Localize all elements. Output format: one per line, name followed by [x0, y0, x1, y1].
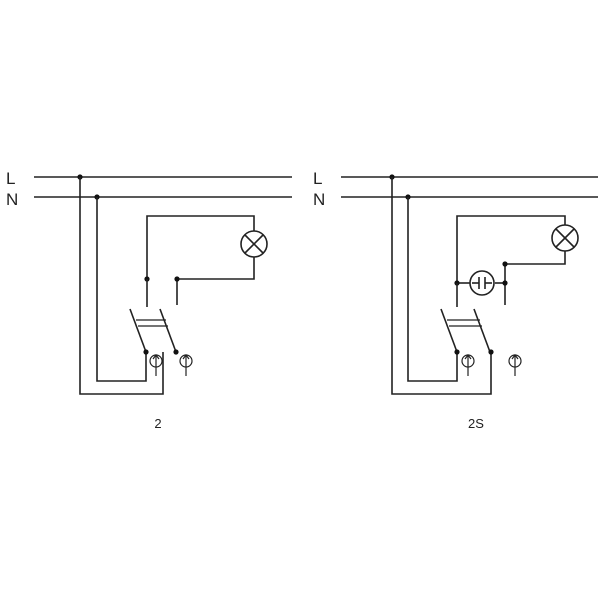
- left-wire-L-loop: [79, 177, 164, 395]
- push-button-icon: [508, 354, 522, 376]
- right-label-N: N: [313, 190, 325, 209]
- right-junction-lamp: [502, 261, 508, 267]
- right-double-switch: [440, 283, 494, 355]
- left-wire-lamp-return: [176, 257, 255, 305]
- lamp-icon: [240, 230, 268, 258]
- capacitor-icon: [469, 270, 495, 296]
- left-label-L: L: [6, 169, 15, 188]
- right-caption: 2S: [468, 416, 484, 431]
- diagram-2: L N: [6, 169, 292, 431]
- push-button-icon: [149, 354, 163, 376]
- left-junction-lamp-b: [174, 276, 180, 282]
- push-button-icon: [461, 354, 475, 376]
- left-wire-lamp-top: [146, 215, 255, 279]
- left-caption: 2: [154, 416, 161, 431]
- right-wire-lamp-top: [456, 215, 566, 283]
- right-wire-L-loop: [391, 177, 492, 395]
- right-wire-lamp-return: [504, 251, 566, 305]
- left-double-switch: [129, 279, 179, 355]
- diagram-2s: L N: [313, 169, 598, 431]
- push-button-icon: [179, 354, 193, 376]
- right-junction-cap-b: [502, 280, 508, 286]
- right-label-L: L: [313, 169, 322, 188]
- left-label-N: N: [6, 190, 18, 209]
- lamp-icon: [551, 224, 579, 252]
- right-wire-N-loop: [407, 197, 458, 382]
- left-wire-N-loop: [96, 197, 147, 382]
